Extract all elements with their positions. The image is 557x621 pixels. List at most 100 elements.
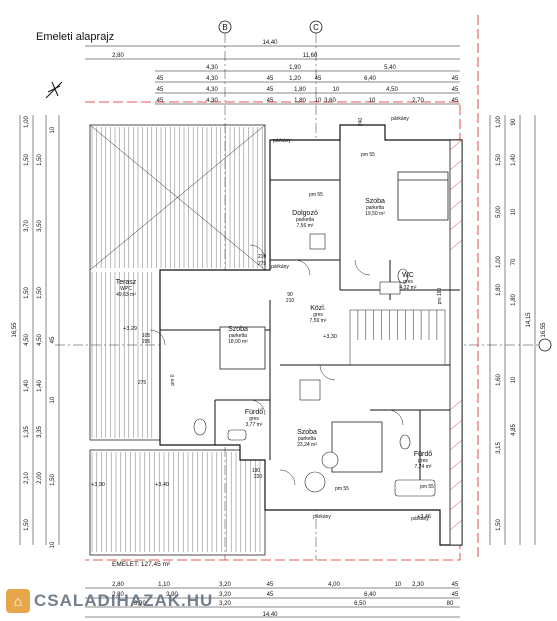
wall-right [449, 139, 463, 546]
right-dim-c2-4: 1,80 [511, 294, 517, 306]
left-dim-c1-1: 1,50 [24, 154, 30, 166]
ledge-label-4: párkány [411, 516, 429, 522]
room-area-2: 49,63 m² [116, 292, 136, 298]
left-dim-c2-1: 3,50 [37, 220, 43, 232]
top-dim-r6-6: 10 [369, 98, 376, 104]
dim-210-1: 210 [258, 254, 267, 260]
bot-dim-r1-5: 10 [395, 582, 402, 588]
watermark: ⌂ CSALADIHAZAK.HU [6, 589, 213, 613]
left-dim-c2-6: 2,00 [37, 472, 43, 484]
bot-dim-r3-2: 6,50 [354, 601, 366, 607]
dim-275-2: 275 [138, 380, 147, 386]
left-dim-c2-3: 4,50 [37, 334, 43, 346]
top-dim-r4-1: 4,30 [206, 76, 218, 82]
room-area-1: 7,56 m² [297, 223, 314, 229]
level-3: +3,90 [91, 482, 105, 488]
room-name-3: Szoba [228, 326, 248, 333]
top-dim-r4-0: 45 [157, 76, 164, 82]
room-area-4: 7,59 m² [310, 318, 327, 324]
bot-dim-r1-3: 45 [267, 582, 274, 588]
bot-dim-r1-2: 3,20 [219, 582, 231, 588]
axis-marker-b: B [218, 20, 232, 560]
bot-dim-r4-0: 14,40 [262, 612, 278, 618]
right-dim-c2-3: 70 [511, 258, 517, 265]
right-dim-c1-6: 3,15 [496, 442, 502, 454]
top-dim-r3-1: 1,90 [289, 65, 301, 71]
room-area-5: 4,32 m² [400, 285, 417, 291]
ledge-label-1: párkány [391, 116, 409, 122]
right-dim-c2-5: 10 [511, 376, 517, 383]
top-dim-r4-3: 1,20 [289, 76, 301, 82]
top-dim-r1-0: 14,40 [262, 40, 278, 46]
svg-text:B: B [222, 23, 227, 32]
pm-label-3: pm 55 [335, 486, 349, 492]
right-dim-c2-2: 10 [511, 208, 517, 215]
bot-dim-r1-4: 4,00 [328, 582, 340, 588]
room-name-4: Közl. [310, 305, 326, 312]
bed-3 [219, 326, 266, 370]
bot-dim-r2-5: 45 [452, 592, 459, 598]
room-area-0: 19,50 m² [365, 211, 385, 217]
left-dim-c1-0: 1,00 [24, 116, 30, 128]
left-dim-c3-0: 10 [50, 126, 56, 133]
right-dim-c1-1: 1,50 [496, 154, 502, 166]
left-dim-c1-4: 4,50 [24, 334, 30, 346]
top-dim-r5-6: 45 [452, 87, 459, 93]
bot-dim-r2-0: 2,80 [112, 592, 124, 598]
right-dim-c1-2: 5,00 [496, 206, 502, 218]
left-dim-c4-0: 16,55 [12, 322, 18, 338]
pm-label-1: pm 55 [361, 152, 375, 158]
bot-dim-r2-4: 6,40 [364, 592, 376, 598]
right-dim-c1-4: 1,80 [496, 284, 502, 296]
top-dim-r6-8: 45 [452, 98, 459, 104]
room-floor-4: gres [313, 312, 323, 318]
left-dim-c3-4: 10 [50, 541, 56, 548]
top-dim-r4-6: 45 [452, 76, 459, 82]
room-floor-5: gres [403, 279, 413, 285]
bot-dim-r3-3: 80 [447, 601, 454, 607]
left-dim-c3-1: 45 [50, 336, 56, 343]
balcony-deck [89, 449, 266, 556]
left-dim-c1-2: 3,70 [24, 220, 30, 232]
room-area-6: 3,77 m² [246, 422, 263, 428]
room-floor-7: parketta [298, 436, 316, 442]
room-floor-8: gres [418, 458, 428, 464]
bed-1 [397, 171, 449, 221]
top-dim-r5-0: 45 [157, 87, 164, 93]
right-dim-c1-5: 1,60 [496, 374, 502, 386]
top-dim-r5-5: 4,50 [386, 87, 398, 93]
room-name-1: Dolgozó [292, 210, 318, 217]
right-dim-c2-0: 90 [511, 118, 517, 125]
ledge-label-5: párkány [313, 514, 331, 520]
level-1: +3,29 [123, 326, 137, 332]
left-dim-c1-3: 1,50 [24, 287, 30, 299]
top-dim-r4-5: 6,40 [364, 76, 376, 82]
room-name-5: WC [402, 272, 414, 279]
ledge-label-2: párkány [273, 138, 291, 144]
dim-275-1: 275 [258, 261, 267, 267]
room-name-7: Szoba [297, 429, 317, 436]
top-dim-r6-2: 45 [267, 98, 274, 104]
top-dim-r5-2: 45 [267, 87, 274, 93]
bot-dim-r3-0: 8,90 [134, 601, 146, 607]
top-dim-r6-0: 45 [157, 98, 164, 104]
room-floor-2: WPC [120, 286, 132, 292]
room-floor-1: parketta [296, 217, 314, 223]
right-dim-c2-1: 1,40 [511, 154, 517, 166]
right-dim-c1-7: 1,50 [496, 519, 502, 531]
left-dim-c2-5: 3,35 [37, 426, 43, 438]
top-dim-r5-4: 10 [333, 87, 340, 93]
left-dim-c2-4: 1,40 [37, 380, 43, 392]
top-dim-r4-2: 45 [267, 76, 274, 82]
right-dim-c1-0: 1,00 [496, 116, 502, 128]
total-area-label: EMELET: 127,45 m² [112, 561, 171, 568]
bot-dim-r1-7: 45 [452, 582, 459, 588]
left-dim-c3-2: 10 [50, 396, 56, 403]
room-floor-6: gres [249, 416, 259, 422]
top-dim-r6-3: 1,80 [294, 98, 306, 104]
left-dim-c1-5: 1,40 [24, 380, 30, 392]
